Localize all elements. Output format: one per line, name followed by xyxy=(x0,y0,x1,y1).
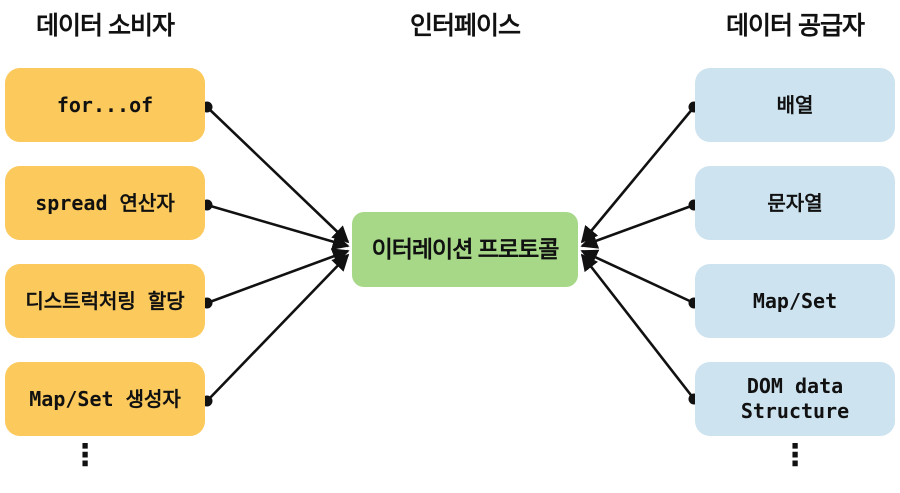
providers-ellipsis-icon: ⋮ xyxy=(780,438,810,473)
consumer-box-for-of: for...of xyxy=(5,68,205,142)
provider-arrows xyxy=(580,106,696,400)
providers-header: 데이터 공급자 xyxy=(726,12,865,40)
provider-box-string: 문자열 xyxy=(695,166,895,240)
consumer-box-destructuring-assignment: 디스트럭처링 할당 xyxy=(5,264,205,338)
interface-header: 인터페이스 xyxy=(409,12,521,40)
provider-box-map-set: Map/Set xyxy=(695,264,895,338)
consumer-box-spread-operator: spread 연산자 xyxy=(5,166,205,240)
interface-box-iteration-protocol: 이터레이션 프로토콜 xyxy=(352,212,578,287)
consumers-ellipsis-icon: ⋮ xyxy=(70,438,100,473)
consumer-box-map-set-constructor: Map/Set 생성자 xyxy=(5,362,205,436)
consumer-arrows xyxy=(206,106,350,402)
provider-box-dom-data-structure: DOM data Structure xyxy=(695,362,895,436)
consumers-header: 데이터 소비자 xyxy=(36,12,175,40)
provider-box-array: 배열 xyxy=(695,68,895,142)
